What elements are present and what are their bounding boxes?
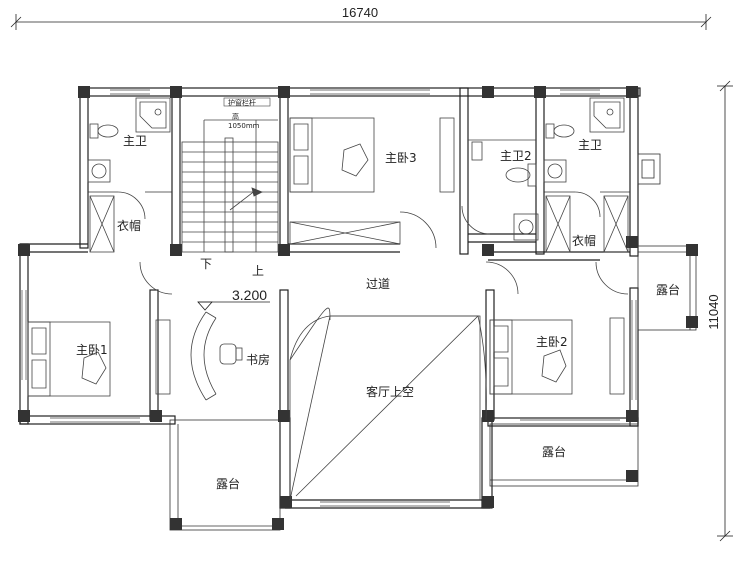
room-label-master-bath-2: 主卫2 [500, 149, 532, 163]
stair-rail [223, 97, 271, 107]
room-label-living-void: 客厅上空 [366, 384, 414, 399]
room-label-closet-right: 衣帽 [572, 233, 596, 248]
room-label-master-bed-2: 主卧2 [536, 335, 568, 349]
living-void-outline [289, 315, 487, 496]
room-label-master-bath-left: 主卫 [123, 134, 147, 148]
stair-rail-height-value: 1050mm [228, 122, 260, 130]
staircase [181, 119, 279, 253]
room-label-master-bed-1: 主卧1 [76, 343, 108, 357]
stair-rail-label: 护窗栏杆 [228, 98, 256, 107]
height-dimension-label: 11040 [706, 294, 721, 329]
level-mark: 3.200 [197, 287, 270, 311]
stair-up-label: 上 [252, 264, 264, 278]
stair-down-label: 下 [200, 257, 212, 271]
room-label-master-bath-right: 主卫 [578, 138, 602, 152]
windows [21, 89, 637, 507]
beds [27, 117, 625, 397]
room-label-closet-left: 衣帽 [117, 218, 141, 233]
study-desk [190, 311, 243, 401]
top-dimension: 16740 [10, 5, 712, 30]
bathroom-fixtures [87, 97, 625, 241]
room-labels: 主卫 主卫 主卫2 衣帽 衣帽 主卧3 主卧1 主卧2 过道 书房 客厅上空 露… [76, 134, 680, 491]
level-mark-value: 3.200 [232, 287, 267, 303]
room-label-master-bed-3: 主卧3 [385, 151, 417, 165]
room-label-corridor: 过道 [366, 277, 390, 291]
stair-rail-height-label: 高 [232, 112, 239, 121]
width-dimension-label: 16740 [342, 5, 378, 20]
room-label-terrace-right: 露台 [656, 282, 680, 297]
closets [89, 195, 629, 253]
room-label-study: 书房 [246, 352, 270, 367]
exterior-walls [19, 87, 697, 531]
room-label-terrace-bottom-left: 露台 [216, 476, 240, 491]
room-label-terrace-bottom-right: 露台 [542, 444, 566, 459]
right-dimension: 11040 [706, 80, 733, 542]
structural-columns [18, 86, 698, 530]
